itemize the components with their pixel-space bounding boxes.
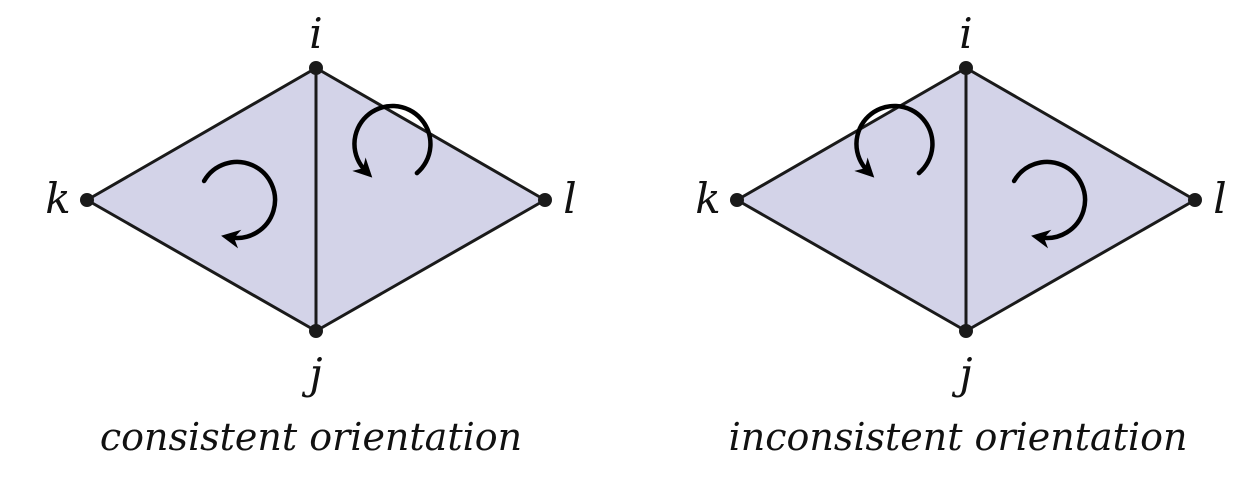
vertex-label-l: l [1213, 174, 1226, 223]
vertex-label-k: k [45, 174, 70, 223]
consistent-diagram: i j k l consistent orientation [45, 9, 576, 459]
caption-consistent: consistent orientation [100, 415, 522, 459]
vertex-k [730, 193, 744, 207]
vertex-k [80, 193, 94, 207]
vertex-label-i: i [959, 9, 972, 58]
vertex-j [309, 324, 323, 338]
vertex-l [538, 193, 552, 207]
face-right-ijl [314, 66, 547, 333]
rotation-arrow-right [1011, 159, 1088, 249]
vertex-i [309, 61, 323, 75]
vertex-label-l: l [563, 174, 576, 223]
face-right-ijl [964, 66, 1197, 333]
vertex-label-i: i [309, 9, 322, 58]
caption-inconsistent: inconsistent orientation [729, 415, 1188, 459]
face-left-kij [85, 66, 318, 333]
vertex-l [1188, 193, 1202, 207]
vertex-label-j: j [301, 349, 322, 398]
vertex-label-k: k [695, 174, 720, 223]
vertex-j [959, 324, 973, 338]
face-left-kij [735, 66, 968, 333]
inconsistent-diagram: i j k l inconsistent orientation [695, 9, 1226, 459]
vertex-label-j: j [951, 349, 972, 398]
rotation-arrow-left [201, 159, 278, 249]
vertex-i [959, 61, 973, 75]
rotation-arrow-right [352, 103, 433, 178]
rotation-arrow-left [854, 103, 935, 178]
